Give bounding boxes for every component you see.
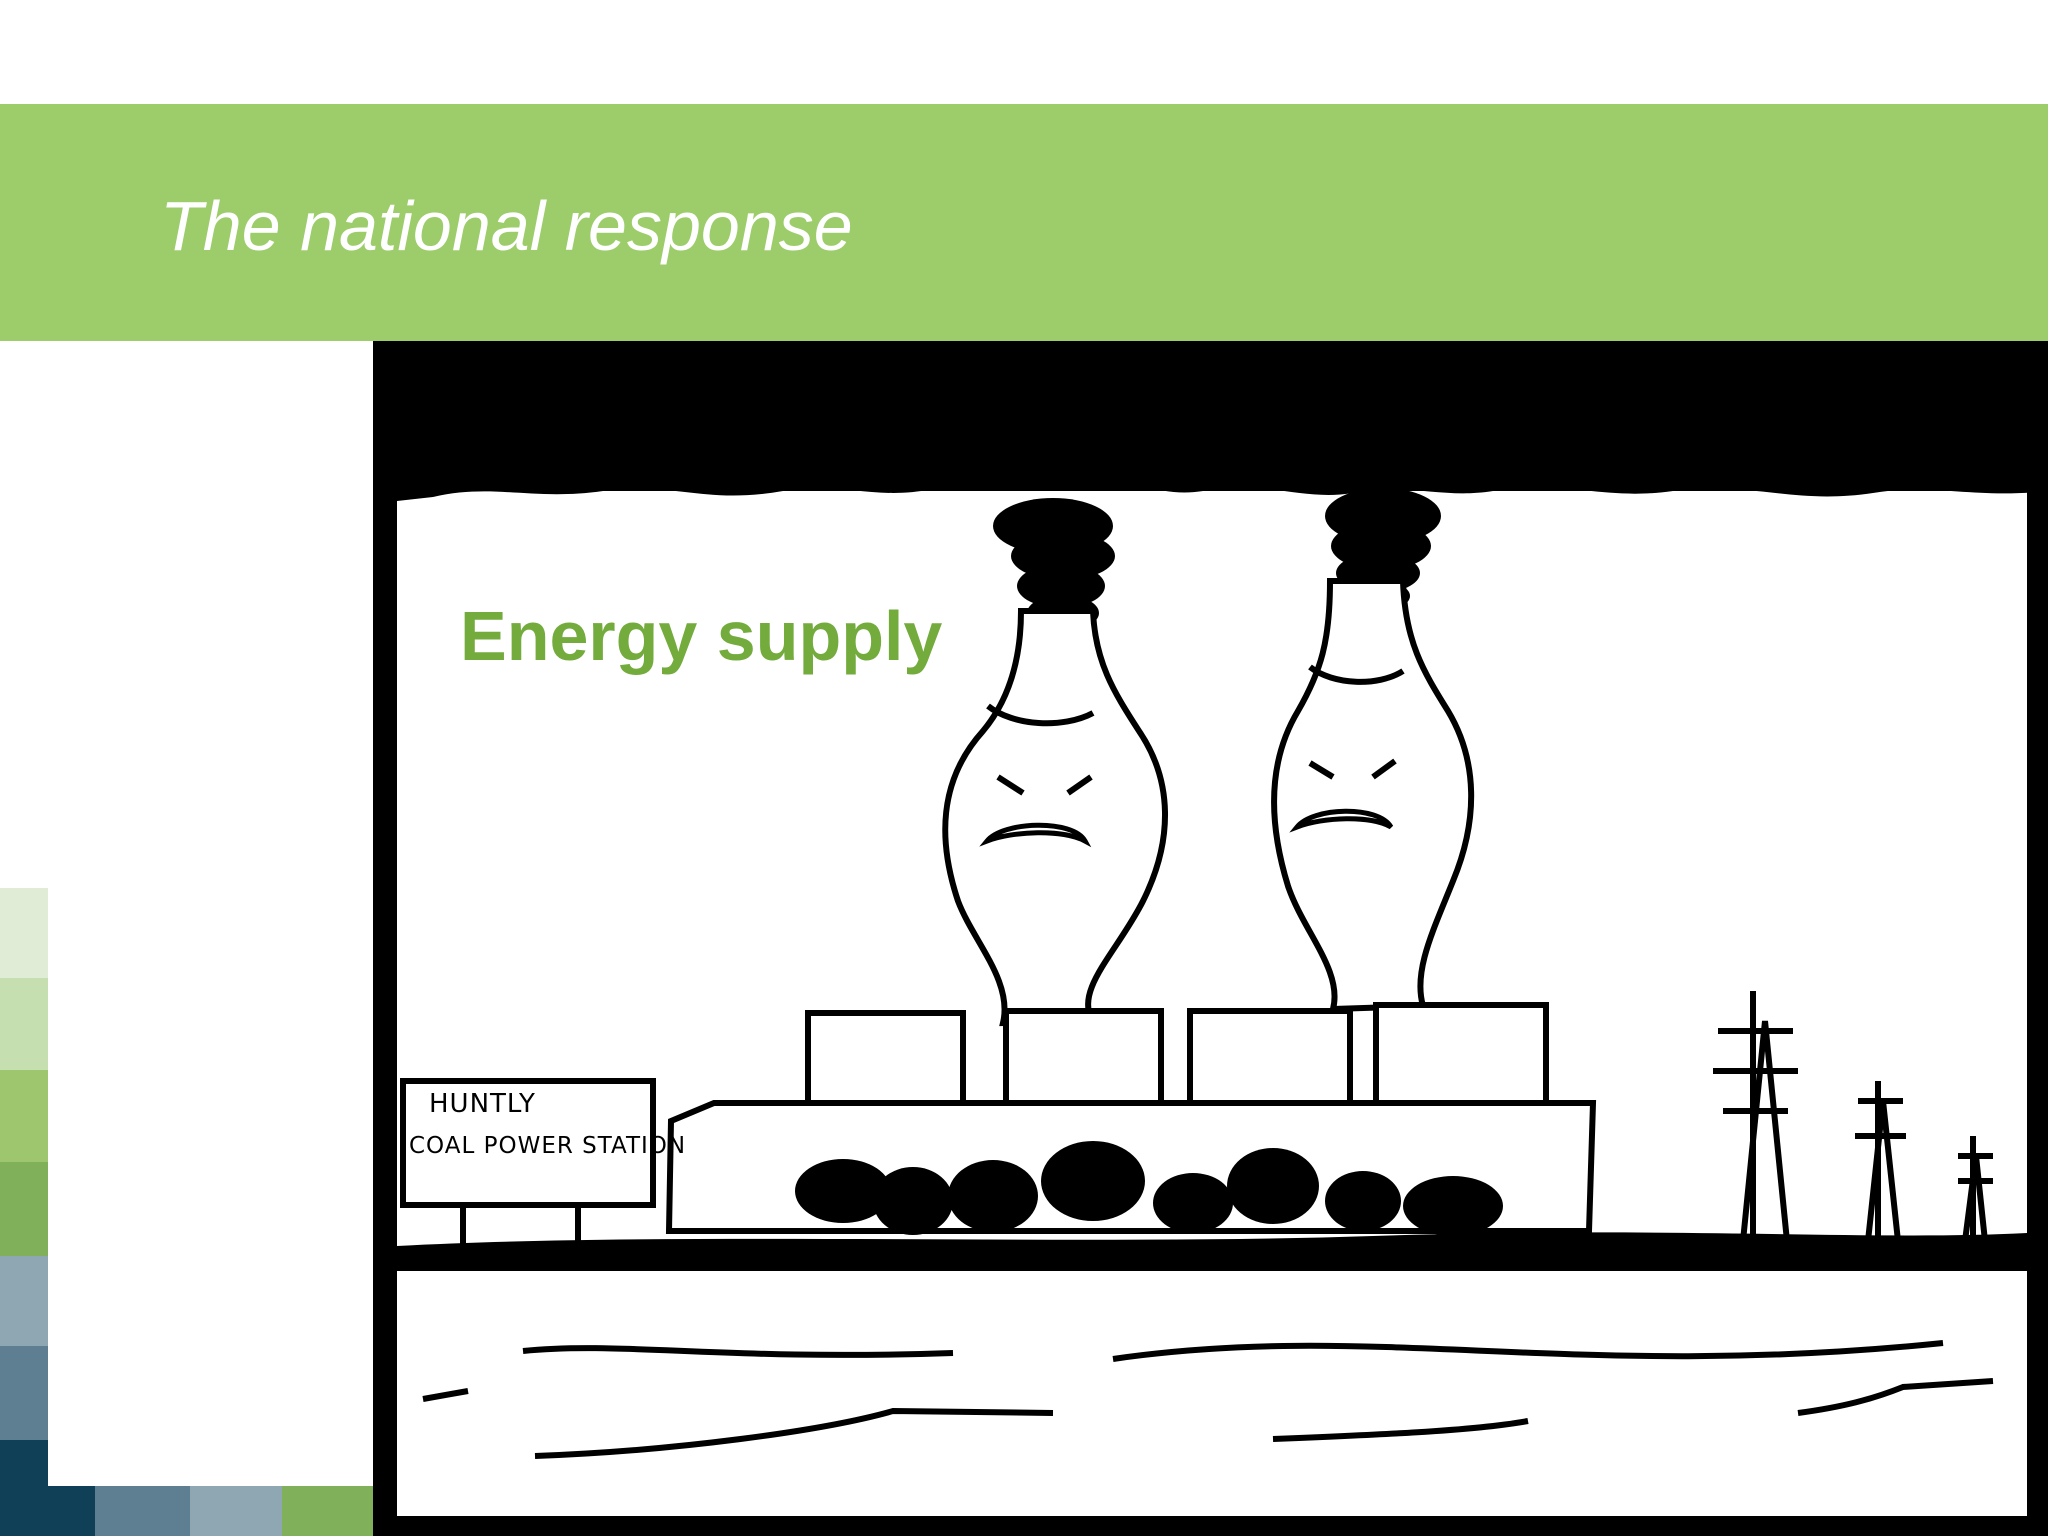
swatch (0, 978, 48, 1070)
slide-title: The national response (160, 187, 853, 265)
swatch (0, 1346, 48, 1440)
swatch (0, 1440, 48, 1486)
swatch (0, 1486, 95, 1536)
power-station-cartoon: HUNTLY COAL POWER STATION (373, 341, 2048, 1536)
swatch (0, 1162, 48, 1256)
swatch (190, 1486, 282, 1536)
swatch (282, 1486, 373, 1536)
sign-line-2: COAL POWER STATION (409, 1133, 687, 1159)
sign-line-1: HUNTLY (429, 1089, 536, 1119)
subheading: Energy supply (460, 597, 943, 675)
swatch (0, 888, 48, 978)
swatch (0, 1070, 48, 1162)
cartoon-drawing (373, 341, 2048, 1516)
swatch (0, 1256, 48, 1346)
header-band (0, 104, 2048, 341)
swatch (95, 1486, 190, 1536)
